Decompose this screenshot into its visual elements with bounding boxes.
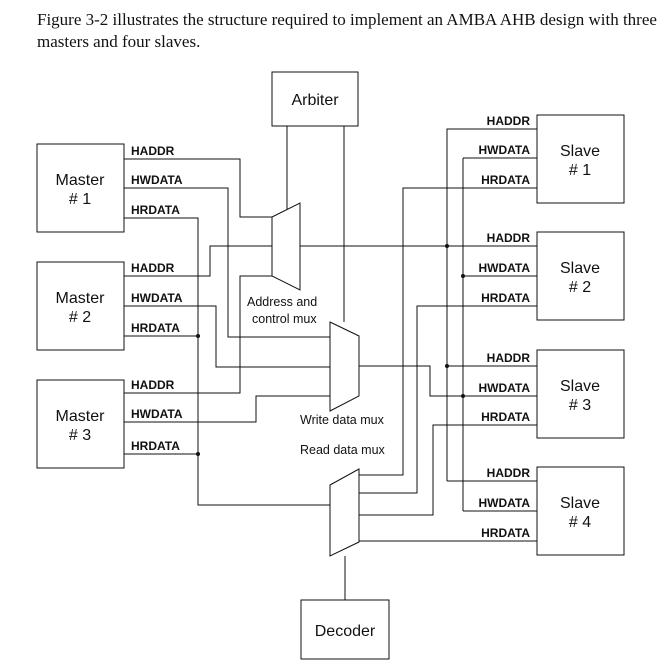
slave-number: # 1 (569, 162, 591, 179)
wire-m3-hwdata (124, 395, 330, 423)
wires (124, 126, 537, 600)
junction-dots (196, 244, 465, 456)
slave-4-block: Slave # 4 (536, 466, 625, 556)
junction-dot (196, 452, 200, 456)
signal-label-hrdata: HRDATA (131, 321, 180, 335)
signal-label-haddr: HADDR (131, 144, 175, 158)
wire-m2-haddr (124, 245, 272, 277)
signal-label-hwdata: HWDATA (131, 291, 183, 305)
signal-label-hwdata: HWDATA (478, 261, 530, 275)
write-mux-label: Write data mux (300, 413, 385, 427)
slave-number: # 4 (569, 514, 591, 531)
slave-1-block: Slave # 1 (536, 114, 625, 204)
arbiter-block: Arbiter (271, 71, 359, 127)
arbiter-label: Arbiter (291, 92, 339, 109)
wire-m1-hrdata (124, 217, 330, 506)
signal-label-haddr: HADDR (487, 114, 531, 128)
signal-label-hwdata: HWDATA (131, 173, 183, 187)
address-mux-label-line1: Address and (247, 295, 317, 309)
signal-label-hrdata: HRDATA (481, 410, 530, 424)
signal-label-hrdata: HRDATA (481, 526, 530, 540)
junction-dot (445, 364, 449, 368)
slave-label: Slave (560, 260, 600, 277)
slave-3-block: Slave # 3 (536, 349, 625, 439)
wire-s1-hrdata (359, 187, 537, 476)
master-2-block: Master # 2 (36, 261, 125, 351)
master-1-block: Master # 1 (36, 143, 125, 233)
wire-m1-hwdata (124, 187, 330, 338)
signal-label-hrdata: HRDATA (481, 173, 530, 187)
signal-label-haddr: HADDR (131, 261, 175, 275)
signal-label-haddr: HADDR (487, 231, 531, 245)
master-3-block: Master # 3 (36, 379, 125, 469)
junction-dot (445, 244, 449, 248)
signal-label-hwdata: HWDATA (131, 407, 183, 421)
signal-label-haddr: HADDR (131, 378, 175, 392)
slave-label: Slave (560, 495, 600, 512)
figure-caption: Figure 3-2 illustrates the structure req… (37, 10, 657, 51)
master-label: Master (56, 172, 106, 189)
master-label: Master (56, 290, 106, 307)
master-number: # 2 (69, 309, 91, 326)
signal-label-hwdata: HWDATA (478, 496, 530, 510)
signal-label-hrdata: HRDATA (481, 291, 530, 305)
slave-2-block: Slave # 2 (536, 231, 625, 321)
wire-write-bus (359, 365, 463, 397)
wire-s1-haddr (446, 128, 537, 246)
junction-dot (461, 394, 465, 398)
junction-dot (461, 274, 465, 278)
address-control-mux (271, 202, 301, 291)
decoder-block: Decoder (300, 599, 390, 660)
signal-label-hrdata: HRDATA (131, 203, 180, 217)
master-number: # 3 (69, 427, 91, 444)
signal-label-hwdata: HWDATA (478, 381, 530, 395)
slave-number: # 3 (569, 397, 591, 414)
write-data-mux (329, 321, 360, 412)
decoder-label: Decoder (315, 623, 376, 640)
master-number: # 1 (69, 191, 91, 208)
slave-label: Slave (560, 143, 600, 160)
signal-label-hrdata: HRDATA (131, 439, 180, 453)
signal-label-haddr: HADDR (487, 466, 531, 480)
wire-m1-haddr (124, 158, 272, 218)
wire-m2-hwdata (124, 305, 330, 368)
slave-number: # 2 (569, 279, 591, 296)
signal-label-haddr: HADDR (487, 351, 531, 365)
master-label: Master (56, 408, 106, 425)
slave-label: Slave (560, 378, 600, 395)
junction-dot (196, 334, 200, 338)
read-data-mux (329, 468, 360, 557)
signal-label-hwdata: HWDATA (478, 143, 530, 157)
wire-m3-haddr (124, 275, 272, 394)
wire-s3-hrdata (359, 424, 537, 516)
wire-s2-hrdata (359, 305, 537, 494)
address-mux-label-line2: control mux (252, 312, 317, 326)
read-mux-label: Read data mux (300, 443, 386, 457)
